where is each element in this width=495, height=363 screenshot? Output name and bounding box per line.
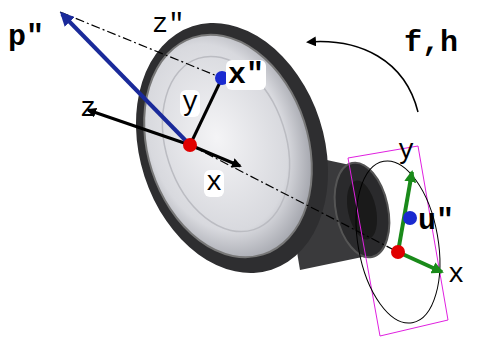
x-axis [190,145,240,166]
axis-label: z [80,96,96,123]
image-origin-dot [391,245,405,259]
function-label: f,h [404,28,458,58]
lens-ring [105,0,359,298]
image-point-dot [403,211,417,225]
point-label: x" [226,60,266,90]
axis-label: z" [152,12,184,39]
axis-label: x [448,262,464,289]
lens-glass [117,13,340,279]
axis-label: y [180,90,200,117]
point-label: p" [8,22,44,52]
axis-label: y [398,138,414,165]
mapping-arrow [308,42,418,112]
image-circle [344,154,451,329]
origin-dot [183,138,197,152]
image-x-axis [398,252,442,272]
point-label: u" [418,206,454,236]
image-plane [348,146,448,336]
axis-label: x [204,170,224,197]
